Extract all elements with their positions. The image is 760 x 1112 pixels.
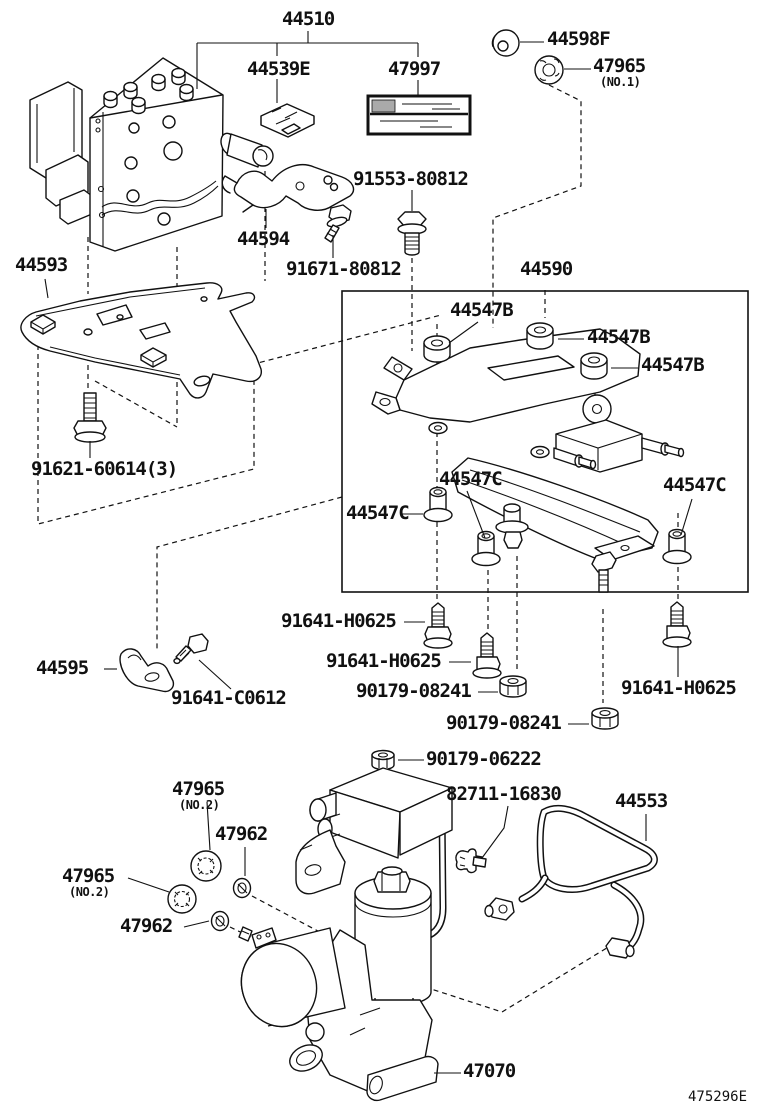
plug-cylinder-drawing: [220, 132, 274, 168]
part-label-44547B-3: 44547B: [641, 354, 705, 376]
bracket-44595-drawing: [119, 648, 175, 693]
part-label-44547C-2: 44547C: [439, 468, 503, 490]
part-label-44547B-1: 44547B: [450, 299, 514, 321]
part-label-91641-H0625-1: 91641-H0625: [281, 610, 397, 632]
leader-lines: [44, 31, 693, 1074]
grommet-47965-no2-drawings: [167, 850, 222, 914]
part-label-44547C-1: 44547C: [346, 502, 410, 524]
part-label-44595: 44595: [36, 657, 89, 679]
part-label-47965-no1: 47965(NO.1): [593, 55, 646, 89]
cap-47965-no1-drawing: [534, 55, 564, 85]
part-number-note: (NO.2): [69, 885, 110, 899]
label-sticker-47997-drawing: [366, 94, 472, 136]
part-label-91641-H0625-3: 91641-H0625: [621, 677, 737, 699]
part-label-91621-60614: 91621-60614(3): [31, 458, 178, 480]
part-label-47070: 47070: [463, 1060, 516, 1082]
seal-47962-drawings: [210, 877, 252, 932]
part-label-47997: 47997: [388, 58, 441, 80]
part-number: 47965: [62, 865, 115, 887]
bolt-91671-drawing: [324, 204, 352, 243]
part-label-44593: 44593: [15, 254, 68, 276]
bolt-91641-H0625-drawings: [423, 601, 692, 679]
kit-box-44590-outline: [341, 290, 749, 593]
fork-bracket-44594-drawing: [221, 163, 355, 213]
part-label-47962-a: 47962: [215, 823, 268, 845]
part-number: 47965: [172, 778, 225, 800]
diagram-code: 475296E: [688, 1089, 748, 1105]
part-label-91641-H0625-2: 91641-H0625: [326, 650, 442, 672]
carrier-bracket-drawing: [371, 328, 685, 593]
part-label-47965-no2-a: 47965(NO.2): [172, 778, 225, 812]
part-label-91553-80812: 91553-80812: [353, 168, 469, 190]
part-label-44553: 44553: [615, 790, 668, 812]
part-label-44547B-2: 44547B: [587, 326, 651, 348]
bolt-91553-drawing: [397, 211, 427, 256]
part-label-91641-C0612: 91641-C0612: [171, 687, 287, 709]
grommet-44598F-drawing: [491, 29, 520, 57]
grommet-44547B-drawings: [423, 322, 608, 380]
tube-44553-drawing: [484, 804, 658, 959]
collar-44547C-drawings: [423, 486, 692, 567]
bolt-91621-drawing: [73, 392, 107, 443]
bracket-44593-drawing: [20, 282, 262, 399]
part-number-note: (NO.2): [179, 798, 220, 812]
abs-actuator-drawing: [29, 57, 224, 252]
part-number: 47965: [593, 55, 646, 77]
part-label-44598F: 44598F: [547, 28, 611, 50]
part-label-90179-06222: 90179-06222: [426, 748, 542, 770]
part-label-90179-08241-2: 90179-08241: [446, 712, 562, 734]
part-label-44594: 44594: [237, 228, 290, 250]
part-label-44510: 44510: [282, 8, 335, 30]
part-label-82711-16830: 82711-16830: [446, 783, 562, 805]
bolt-91641-C0612-drawing: [173, 633, 209, 665]
part-label-91671-80812: 91671-80812: [286, 258, 402, 280]
clamp-82711-drawing: [455, 848, 487, 874]
part-label-44539E: 44539E: [247, 58, 311, 80]
part-label-47962-b: 47962: [120, 915, 173, 937]
part-number-note: (NO.1): [600, 75, 641, 89]
pump-assembly-drawing: [238, 767, 453, 1102]
connector-44539E-drawing: [260, 103, 315, 138]
part-label-47965-no2-b: 47965(NO.2): [62, 865, 115, 899]
part-label-44547C-3: 44547C: [663, 474, 727, 496]
part-label-90179-08241-1: 90179-08241: [356, 680, 472, 702]
part-label-44590: 44590: [520, 258, 573, 280]
